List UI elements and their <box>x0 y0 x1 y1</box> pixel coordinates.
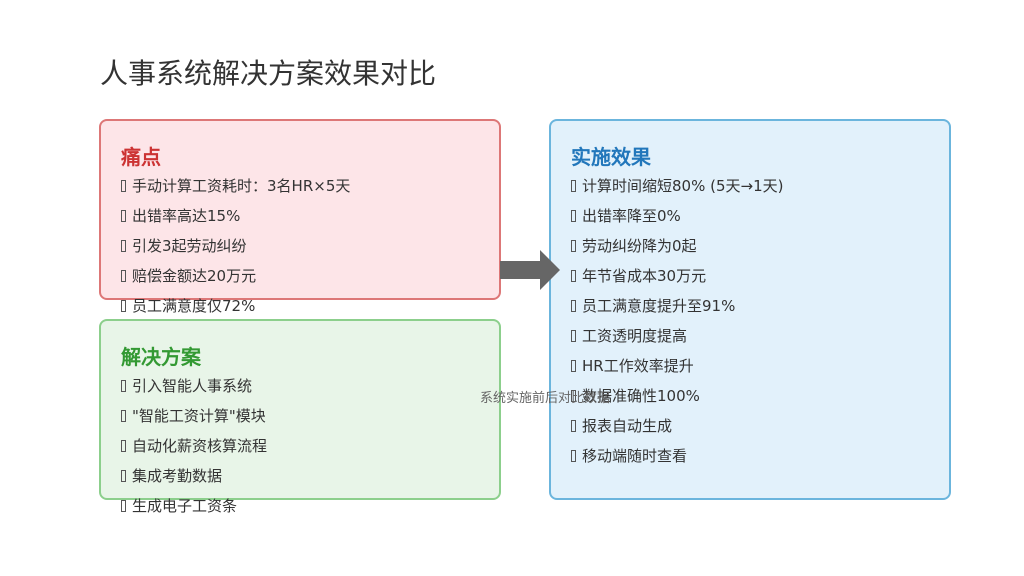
list-item-text: 计算时间缩短80% (5天→1天) <box>582 177 784 195</box>
bullet-icon <box>121 410 126 422</box>
list-item-text: 劳动纠纷降为0起 <box>582 237 697 255</box>
list-item-text: 手动计算工资耗时：3名HR×5天 <box>132 177 351 195</box>
bullet-icon <box>571 240 576 252</box>
list-item-text: 出错率降至0% <box>582 207 681 225</box>
list-item-text: 员工满意度仅72% <box>132 297 256 315</box>
list-item-text: 赔偿金额达20万元 <box>132 267 257 285</box>
list-item: 工资透明度提高 <box>571 326 783 356</box>
bullet-icon <box>571 390 576 402</box>
bullet-icon <box>571 330 576 342</box>
list-item-text: 工资透明度提高 <box>582 327 688 345</box>
solution-heading: 解决方案 <box>121 345 201 369</box>
bullet-icon <box>571 420 576 432</box>
list-item-text: 员工满意度提升至91% <box>582 297 736 315</box>
list-item: 集成考勤数据 <box>121 466 267 496</box>
bullet-icon <box>571 360 576 372</box>
bullet-icon <box>121 180 126 192</box>
list-item: 引发3起劳动纠纷 <box>121 236 350 266</box>
list-item: 劳动纠纷降为0起 <box>571 236 783 266</box>
list-item: HR工作效率提升 <box>571 356 783 386</box>
list-item-text: 数据准确性100% <box>582 387 700 405</box>
list-item: 出错率高达15% <box>121 206 350 236</box>
list-item-text: 移动端随时查看 <box>582 447 688 465</box>
bullet-icon <box>571 180 576 192</box>
bullet-icon <box>121 470 126 482</box>
pain-points-heading: 痛点 <box>121 145 161 169</box>
pain-points-list: 手动计算工资耗时：3名HR×5天 出错率高达15% 引发3起劳动纠纷 赔偿金额达… <box>121 176 350 326</box>
list-item-text: 引入智能人事系统 <box>132 377 253 395</box>
bullet-icon <box>121 270 126 282</box>
list-item-text: "智能工资计算"模块 <box>132 407 266 425</box>
list-item: 引入智能人事系统 <box>121 376 267 406</box>
list-item: 年节省成本30万元 <box>571 266 783 296</box>
bullet-icon <box>571 450 576 462</box>
bullet-icon <box>121 500 126 512</box>
bullet-icon <box>571 300 576 312</box>
list-item-text: 生成电子工资条 <box>132 497 238 515</box>
list-item-text: 报表自动生成 <box>582 417 673 435</box>
bullet-icon <box>121 380 126 392</box>
caption-text: 系统实施前后对比数据 <box>480 391 611 406</box>
list-item-text: 引发3起劳动纠纷 <box>132 237 247 255</box>
results-heading: 实施效果 <box>571 145 651 169</box>
list-item: 报表自动生成 <box>571 416 783 446</box>
list-item: 赔偿金额达20万元 <box>121 266 350 296</box>
pain-points-box: 痛点 手动计算工资耗时：3名HR×5天 出错率高达15% 引发3起劳动纠纷 赔偿… <box>99 119 501 315</box>
bullet-icon <box>121 210 126 222</box>
list-item: 移动端随时查看 <box>571 446 783 476</box>
bullet-icon <box>121 300 126 312</box>
results-list: 计算时间缩短80% (5天→1天) 出错率降至0% 劳动纠纷降为0起 年节省成本… <box>571 176 783 476</box>
bullet-icon <box>121 240 126 252</box>
list-item-text: 出错率高达15% <box>132 207 241 225</box>
list-item-text: HR工作效率提升 <box>582 357 694 375</box>
solution-list: 引入智能人事系统 "智能工资计算"模块 自动化薪资核算流程 集成考勤数据 生成电… <box>121 376 267 526</box>
list-item: 数据准确性100% <box>571 386 783 416</box>
list-item: 出错率降至0% <box>571 206 783 236</box>
list-item: 自动化薪资核算流程 <box>121 436 267 466</box>
list-item-text: 集成考勤数据 <box>132 467 223 485</box>
list-item: 员工满意度提升至91% <box>571 296 783 326</box>
bullet-icon <box>571 210 576 222</box>
right-arrow-icon <box>500 250 560 290</box>
page-title: 人事系统解决方案效果对比 <box>100 57 437 90</box>
results-box: 实施效果 计算时间缩短80% (5天→1天) 出错率降至0% 劳动纠纷降为0起 … <box>549 119 951 500</box>
list-item: 生成电子工资条 <box>121 496 267 526</box>
list-item: 计算时间缩短80% (5天→1天) <box>571 176 783 206</box>
list-item: 手动计算工资耗时：3名HR×5天 <box>121 176 350 206</box>
list-item-text: 自动化薪资核算流程 <box>132 437 268 455</box>
list-item-text: 年节省成本30万元 <box>582 267 707 285</box>
bullet-icon <box>571 270 576 282</box>
list-item: 员工满意度仅72% <box>121 296 350 326</box>
list-item: "智能工资计算"模块 <box>121 406 267 436</box>
solution-box: 解决方案 引入智能人事系统 "智能工资计算"模块 自动化薪资核算流程 集成考勤数… <box>99 319 501 515</box>
bullet-icon <box>121 440 126 452</box>
